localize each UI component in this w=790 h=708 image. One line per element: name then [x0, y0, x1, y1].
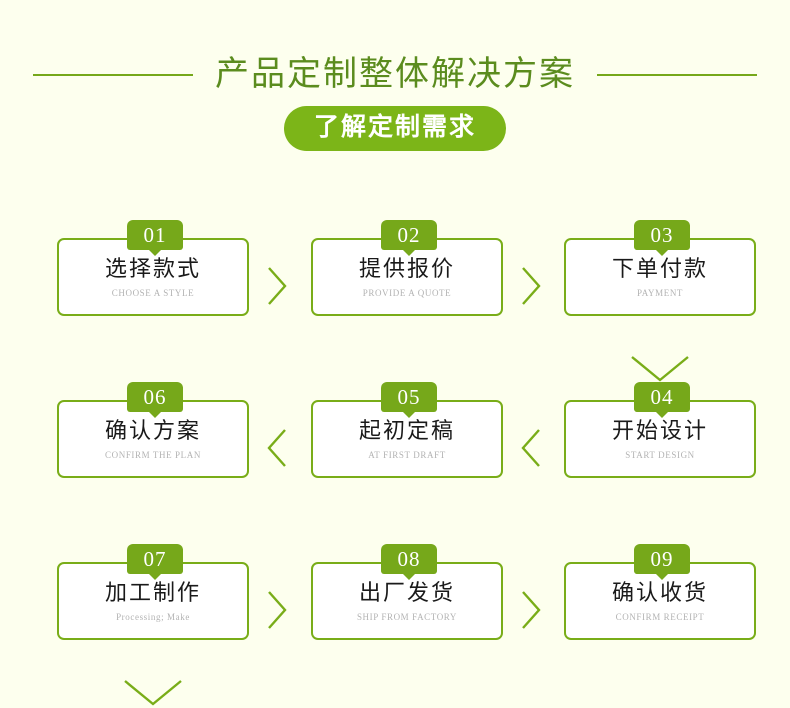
page-title: 产品定制整体解决方案	[215, 56, 575, 93]
page-header: 产品定制整体解决方案 了解定制需求	[0, 0, 790, 160]
process-step[interactable]: 01 选择款式 CHOOSE A STYLE	[57, 220, 253, 320]
step-subtitle: CONFIRM THE PLAN	[105, 449, 201, 460]
process-step[interactable]: 03 下单付款 PAYMENT	[564, 220, 760, 320]
step-subtitle: CHOOSE A STYLE	[111, 287, 195, 298]
process-step[interactable]: 02 提供报价 PROVIDE A QUOTE	[311, 220, 507, 320]
process-flow: 01 选择款式 CHOOSE A STYLE 02 提供报价 PROVIDE A…	[0, 186, 790, 706]
step-number-tab: 03	[634, 220, 690, 250]
step-number-tab: 05	[381, 382, 437, 412]
step-title: 下单付款	[611, 255, 708, 281]
process-step[interactable]: 06 确认方案 CONFIRM THE PLAN	[57, 382, 253, 482]
chevron-right-icon	[264, 264, 290, 308]
step-subtitle: AT FIRST DRAFT	[368, 449, 446, 460]
process-step[interactable]: 09 确认收货 CONFIRM RECEIPT	[564, 544, 760, 644]
process-row-1: 01 选择款式 CHOOSE A STYLE 02 提供报价 PROVIDE A…	[0, 220, 790, 382]
step-number: 05	[397, 384, 421, 409]
step-subtitle: Processing; Make	[116, 611, 190, 622]
step-number-tab: 04	[634, 382, 690, 412]
learn-custom-requirements-button[interactable]: 了解定制需求	[283, 106, 507, 151]
step-title: 选择款式	[104, 255, 201, 281]
step-number: 01	[143, 222, 167, 247]
step-number: 08	[397, 546, 421, 571]
process-step[interactable]: 08 出厂发货 SHIP FROM FACTORY	[311, 544, 507, 644]
step-number: 06	[143, 384, 167, 409]
title-row: 产品定制整体解决方案	[0, 52, 790, 98]
step-number-tab: 09	[634, 544, 690, 574]
step-number: 07	[143, 546, 167, 571]
step-number: 04	[650, 384, 674, 409]
chevron-down-icon	[122, 678, 184, 708]
step-subtitle: PAYMENT	[636, 287, 684, 298]
step-title: 提供报价	[358, 255, 455, 281]
step-number: 03	[650, 222, 674, 247]
process-row-2: 06 确认方案 CONFIRM THE PLAN 05 起初定稿 AT FIRS…	[0, 382, 790, 706]
step-number-tab: 07	[127, 544, 183, 574]
step-number: 09	[650, 546, 674, 571]
step-title: 确认收货	[611, 579, 708, 605]
step-title: 加工制作	[104, 579, 201, 605]
step-title: 起初定稿	[358, 417, 455, 443]
step-title: 出厂发货	[358, 579, 455, 605]
step-subtitle: CONFIRM RECEIPT	[615, 611, 705, 622]
chevron-right-icon	[264, 588, 290, 632]
chevron-right-icon	[518, 264, 544, 308]
process-step[interactable]: 05 起初定稿 AT FIRST DRAFT	[311, 382, 507, 482]
step-number-tab: 06	[127, 382, 183, 412]
step-subtitle: SHIP FROM FACTORY	[356, 611, 458, 622]
step-subtitle: START DESIGN	[625, 449, 695, 460]
process-step[interactable]: 07 加工制作 Processing; Make	[57, 544, 253, 644]
step-number-tab: 08	[381, 544, 437, 574]
step-box[interactable]: 确认收货 CONFIRM RECEIPT	[564, 562, 756, 640]
chevron-right-icon	[518, 588, 544, 632]
chevron-down-icon	[629, 354, 691, 384]
title-rule-left	[33, 74, 193, 76]
chevron-left-icon	[518, 426, 544, 470]
process-row-3: 07 加工制作 Processing; Make 08 出厂发货 SHIP FR…	[0, 544, 790, 662]
process-step[interactable]: 04 开始设计 START DESIGN	[564, 382, 760, 482]
step-subtitle: PROVIDE A QUOTE	[362, 287, 452, 298]
step-number: 02	[397, 222, 421, 247]
step-title: 确认方案	[104, 417, 201, 443]
step-number-tab: 02	[381, 220, 437, 250]
step-number-tab: 01	[127, 220, 183, 250]
title-rule-right	[597, 74, 757, 76]
step-title: 开始设计	[611, 417, 708, 443]
chevron-left-icon	[264, 426, 290, 470]
step-box[interactable]: 起初定稿 AT FIRST DRAFT	[311, 400, 503, 478]
